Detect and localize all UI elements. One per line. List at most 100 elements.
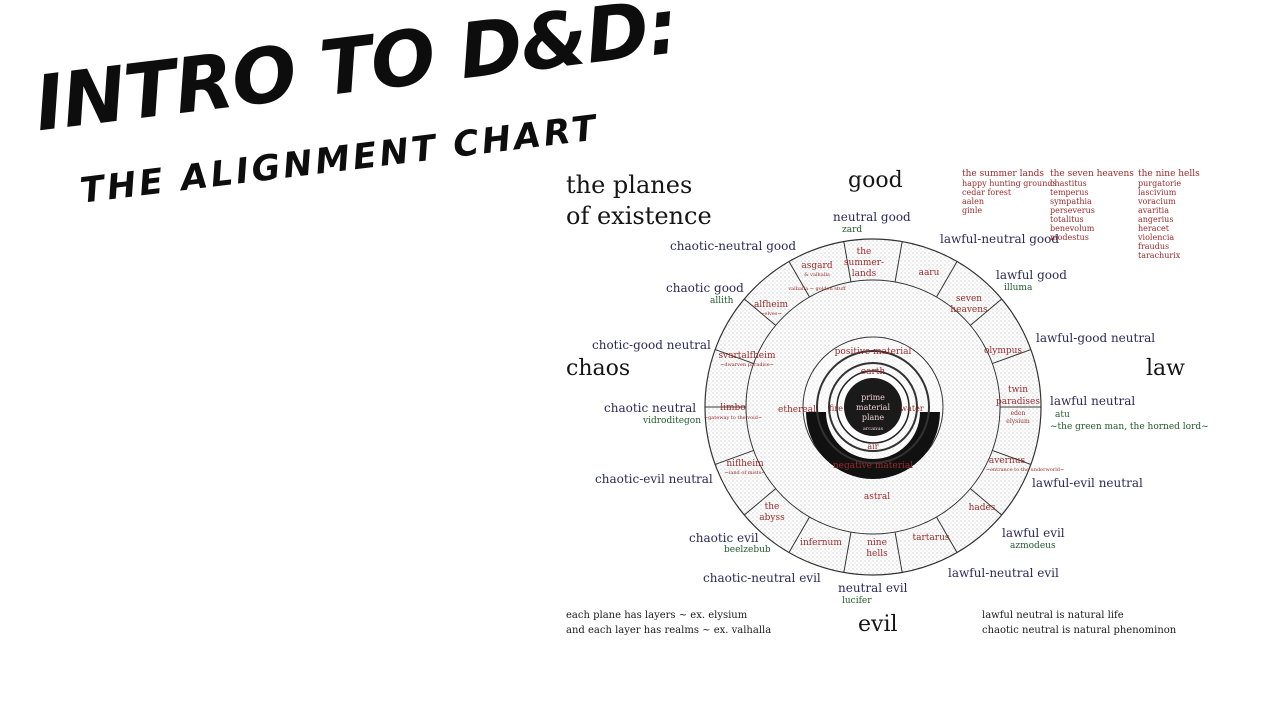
label-neutral-good: neutral good	[833, 210, 911, 224]
plane-alfheim: alfheim	[754, 300, 789, 310]
plane-asgard-sub: & valhalla	[804, 272, 830, 278]
prime-core	[844, 378, 902, 436]
plane-ethereal: ethereal	[778, 405, 816, 415]
ring-divider	[936, 261, 958, 298]
label-chaotic-neutral-good: chaotic-neutral good	[670, 239, 796, 253]
label-lawful-neutral: lawful neutral	[1050, 394, 1136, 408]
ring-divider	[894, 531, 903, 573]
plane-niflheim-sub: ~land of mists~	[725, 470, 766, 476]
plane-fire: fire	[829, 404, 843, 413]
plane-negative-material: negative material	[833, 461, 913, 471]
list-item: happy hunting grounds	[962, 179, 1057, 188]
list-item: totalitus	[1050, 215, 1084, 224]
plane-aaru: aaru	[919, 268, 940, 278]
list-item: avaritia	[1138, 206, 1169, 215]
label-lawful-evil: lawful evil	[1002, 526, 1065, 540]
list-item: modestus	[1050, 233, 1089, 242]
list-item: voracium	[1138, 197, 1176, 206]
label-chaotic-neutral: chaotic neutral	[604, 401, 697, 415]
axis-law: law	[1146, 356, 1185, 381]
list-item: benevolum	[1050, 224, 1095, 233]
god-chaotic-evil: beelzebub	[724, 545, 771, 555]
list-nine-hells: the nine hells purgatorie lascivium vora…	[1138, 170, 1200, 261]
plane-svartalfheim: svartalfheim	[718, 351, 776, 361]
plane-tartarus: tartarus	[913, 533, 950, 543]
plane-svartalfheim-sub: ~dwarven paradise~	[720, 362, 774, 368]
negative-band	[806, 412, 940, 479]
plane-positive-material: positive material	[835, 347, 912, 357]
ring-divider	[714, 449, 754, 465]
list-item: fraudus	[1138, 242, 1170, 251]
label-lawful-neutral-evil: lawful-neutral evil	[948, 566, 1059, 580]
ring-divider	[843, 531, 852, 573]
ring-divider	[969, 488, 1003, 516]
list-item: tarachurix	[1138, 251, 1181, 260]
list-summer-lands: the summer lands happy hunting grounds c…	[962, 169, 1057, 216]
list-seven-heavens-title: the seven heavens	[1050, 169, 1134, 179]
plane-limbo-sub: ~gateway to the void~	[704, 415, 762, 421]
ring-divider	[936, 516, 958, 553]
list-item: lascivium	[1138, 188, 1177, 197]
ring-divider	[788, 516, 810, 553]
chart-heading-line-2: of existence	[566, 202, 712, 230]
label-chaotic-evil-neutral: chaotic-evil neutral	[595, 472, 713, 486]
ring-divider	[843, 241, 852, 283]
list-item: purgatorie	[1138, 179, 1182, 188]
list-item: perseverus	[1050, 206, 1095, 215]
plane-limbo: limbo	[720, 403, 745, 413]
god-neutral-good: zard	[842, 225, 863, 235]
label-neutral-evil: neutral evil	[838, 581, 908, 595]
label-chaotic-neutral-evil: chaotic-neutral evil	[703, 571, 821, 585]
note-left-1: each plane has layers ~ ex. elysium	[566, 610, 748, 621]
elemental-ring	[816, 350, 930, 464]
god-lawful-neutral-1: atu	[1055, 410, 1070, 420]
ring-divider	[788, 261, 810, 298]
list-summer-lands-title: the summer lands	[962, 169, 1044, 179]
ring-divider	[714, 349, 754, 365]
label-lawful-good-neutral: lawful-good neutral	[1036, 331, 1156, 345]
axis-chaos: chaos	[566, 356, 631, 381]
note-right-2: chaotic neutral is natural phenominon	[982, 625, 1177, 636]
plane-hades: hades	[969, 503, 996, 513]
label-chaotic-good: chaotic good	[666, 281, 744, 295]
plane-avernus: avernus	[989, 456, 1026, 466]
god-lawful-neutral-2: ~the green man, the horned lord~	[1050, 422, 1209, 432]
god-lawful-good: illuma	[1004, 283, 1033, 293]
label-chaotic-good-neutral: chotic-good neutral	[592, 338, 711, 352]
plane-niflheim: niflheim	[726, 459, 764, 469]
chart-heading-line-1: the planes	[566, 171, 693, 199]
plane-asgard: asgard	[801, 261, 832, 271]
list-item: violencia	[1138, 233, 1175, 242]
list-item: temperus	[1050, 188, 1089, 197]
ring-dividers	[705, 241, 1041, 573]
ring-divider	[969, 298, 1003, 326]
plane-alfheim-sub: ~elves~	[760, 311, 781, 317]
ring-divider	[992, 349, 1032, 365]
note-right-1: lawful neutral is natural life	[982, 610, 1124, 621]
ring-divider	[992, 449, 1032, 465]
plane-avernus-sub: ~entrance to the underworld~	[986, 467, 1064, 473]
plane-astral: astral	[864, 492, 890, 502]
plane-air: air	[867, 442, 878, 451]
label-chaotic-evil: chaotic evil	[689, 531, 759, 545]
god-chaotic-good: allith	[710, 296, 734, 306]
list-seven-heavens: the seven heavens chastitus temperus sym…	[1050, 169, 1134, 243]
god-lawful-evil: azmodeus	[1010, 541, 1056, 551]
label-lawful-neutral-good: lawful-neutral good	[940, 232, 1060, 246]
axis-evil: evil	[858, 612, 898, 637]
plane-arcanus: arcanus	[863, 426, 884, 432]
ring-divider	[743, 488, 777, 516]
list-item: aalen	[962, 197, 984, 206]
list-item: sympathia	[1050, 197, 1092, 206]
plane-water: water	[900, 404, 924, 413]
note-left-2: and each layer has realms ~ ex. valhalla	[566, 625, 772, 636]
label-lawful-evil-neutral: lawful-evil neutral	[1032, 476, 1143, 490]
elemental-ring-inner	[828, 362, 918, 452]
ring-divider	[743, 298, 777, 326]
